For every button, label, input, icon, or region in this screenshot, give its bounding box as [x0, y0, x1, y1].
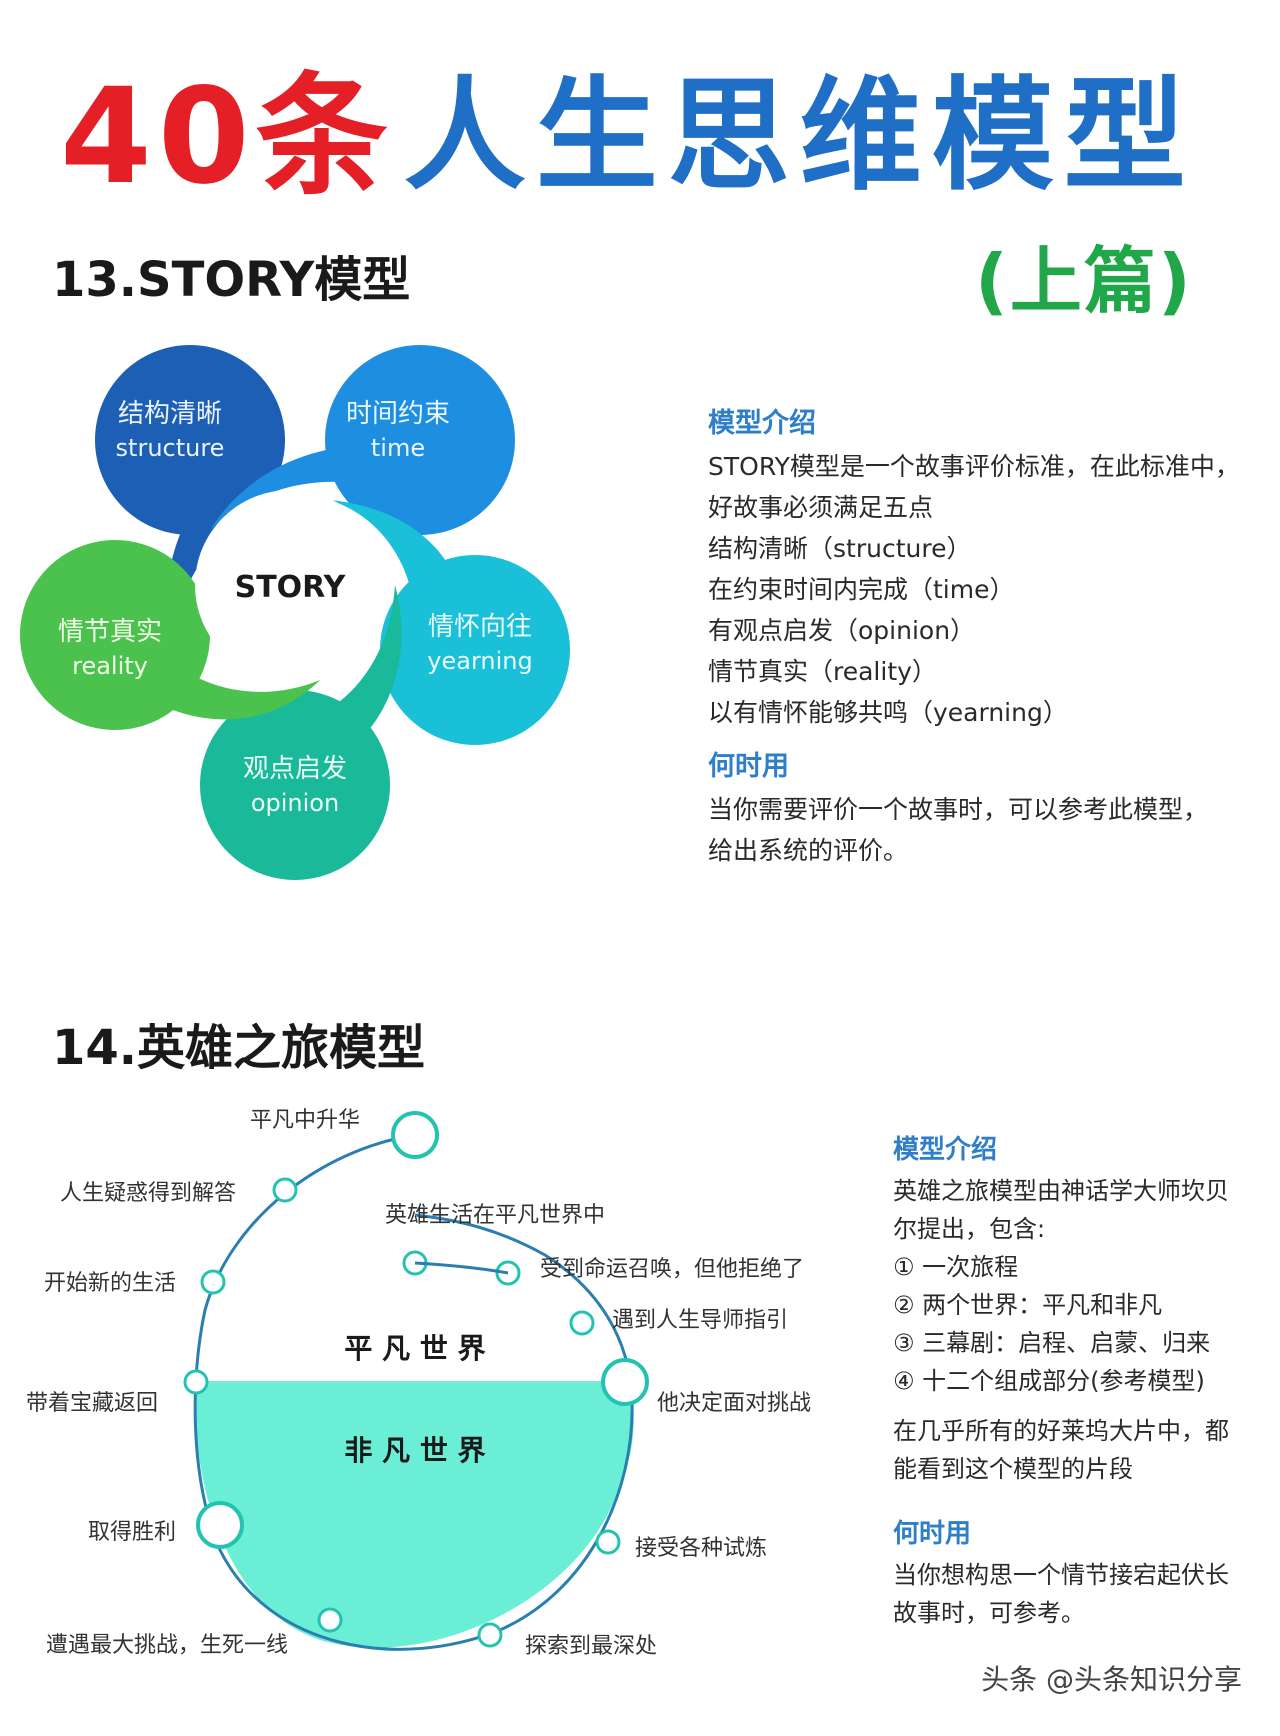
watermark: 头条 @头条知识分享	[981, 1663, 1242, 1696]
stage-label: 探索到最深处	[525, 1634, 658, 1659]
petal-reality-en: reality	[72, 652, 148, 680]
stage-label: 平凡中升华	[250, 1108, 361, 1133]
petal-structure-en: structure	[116, 434, 225, 462]
story-intro-line: STORY模型是一个故事评价标准，在此标准中，	[708, 452, 1240, 481]
story-intro-line: 情节真实（reality）	[708, 657, 937, 686]
subtitle: (上篇)	[975, 239, 1193, 323]
petal-reality-zh: 情节真实	[58, 617, 162, 647]
hero-intro-line: ① 一次旅程	[893, 1253, 1019, 1281]
extraordinary-world-label: 非 凡 世 界	[344, 1434, 485, 1467]
hero-intro-line: 英雄之旅模型由神话学大师坎贝	[893, 1177, 1229, 1205]
stage-node	[601, 1358, 649, 1406]
hero-use-line: 当你想构思一个情节接宕起伏长	[893, 1561, 1229, 1589]
petal-reality-circle	[20, 540, 210, 730]
petal-structure-circle	[95, 345, 285, 535]
story-use-heading: 何时用	[708, 751, 789, 782]
hero-intro-line: 能看到这个模型的片段	[893, 1455, 1133, 1483]
petal-opinion-zh: 观点启发	[243, 754, 347, 784]
hero-text-panel: 模型介绍 英雄之旅模型由神话学大师坎贝 尔提出，包含: ① 一次旅程 ② 两个世…	[893, 1128, 1273, 1632]
stage-label: 他决定面对挑战	[657, 1391, 812, 1416]
petal-yearning	[330, 500, 570, 745]
hero-intro-line: ④ 十二个组成部分(参考模型)	[893, 1367, 1205, 1395]
hero-intro-line: ③ 三幕剧：启程、启蒙、归来	[893, 1329, 1211, 1357]
story-center-label: STORY	[235, 570, 347, 605]
story-center-disc	[195, 490, 385, 680]
section-14-heading: 14.英雄之旅模型	[52, 1020, 426, 1076]
stage-node	[477, 1622, 503, 1648]
stage-node	[595, 1529, 621, 1555]
petal-yearning-en: yearning	[427, 647, 532, 675]
stage-node	[200, 1269, 226, 1295]
story-intro-line: 以有情怀能够共鸣（yearning）	[708, 698, 1068, 727]
stage-node	[183, 1369, 209, 1395]
stage-node	[196, 1501, 244, 1549]
stage-label: 带着宝藏返回	[26, 1391, 159, 1416]
petal-time	[210, 345, 515, 535]
story-intro-heading: 模型介绍	[708, 408, 816, 439]
petal-opinion	[200, 585, 402, 880]
story-use-line: 当你需要评价一个故事时，可以参考此模型，	[708, 795, 1209, 824]
hero-use-heading: 何时用	[893, 1519, 972, 1549]
petal-yearning-zh: 情怀向往	[428, 612, 532, 642]
stage-label: 人生疑惑得到解答	[60, 1181, 237, 1206]
stage-node	[391, 1111, 439, 1159]
story-text-panel: 模型介绍 STORY模型是一个故事评价标准，在此标准中， 好故事必须满足五点 结…	[708, 402, 1268, 871]
petal-time-circle	[325, 345, 515, 535]
ordinary-world-label: 平 凡 世 界	[344, 1332, 485, 1365]
stage-label: 遇到人生导师指引	[612, 1308, 789, 1333]
petal-opinion-circle	[200, 690, 390, 880]
journey-start-path	[414, 1261, 509, 1275]
hero-intro-line: 在几乎所有的好莱坞大片中，都	[893, 1417, 1229, 1445]
petal-opinion-en: opinion	[251, 789, 339, 817]
title-text: 人生思维模型	[403, 64, 1196, 207]
page-title: 40条 人生思维模型	[60, 40, 1240, 214]
stage-node	[317, 1607, 343, 1633]
hero-journey-diagram: 平 凡 世 界 非 凡 世 界	[183, 1111, 649, 1651]
stage-label: 接受各种试炼	[635, 1536, 768, 1561]
petal-structure-zh: 结构清晰	[118, 399, 222, 429]
story-intro-line: 好故事必须满足五点	[708, 493, 934, 522]
hero-use-line: 故事时，可参考。	[893, 1599, 1085, 1627]
petal-yearning-circle	[380, 555, 570, 745]
hero-intro-line: ② 两个世界：平凡和非凡	[893, 1291, 1163, 1319]
hero-intro-line: 尔提出，包含:	[893, 1215, 1046, 1243]
stage-label: 取得胜利	[88, 1520, 177, 1545]
petal-time-zh: 时间约束	[346, 399, 450, 429]
stage-label: 受到命运召唤，但他拒绝了	[540, 1257, 805, 1282]
journey-path	[193, 1133, 634, 1651]
stage-node	[272, 1177, 298, 1203]
story-intro-line: 结构清晰（structure）	[708, 534, 972, 563]
section-13-heading: 13.STORY模型	[52, 252, 411, 308]
stage-label: 遭遇最大挑战，生死一线	[46, 1633, 289, 1658]
stage-label: 开始新的生活	[44, 1271, 177, 1296]
hero-intro-heading: 模型介绍	[893, 1135, 998, 1165]
stage-node	[569, 1310, 595, 1336]
title-number: 40条	[60, 59, 394, 214]
story-use-line: 给出系统的评价。	[708, 836, 909, 865]
story-petal-diagram: STORY 结构清晰 structure 时间约束 time 情怀向往 year…	[20, 345, 570, 880]
stage-label: 英雄生活在平凡世界中	[385, 1203, 606, 1228]
story-intro-line: 在约束时间内完成（time）	[708, 575, 1015, 604]
petal-reality	[20, 540, 320, 730]
petal-time-en: time	[371, 434, 425, 462]
story-intro-line: 有观点启发（opinion）	[708, 616, 976, 645]
extraordinary-world-fill	[195, 1382, 634, 1648]
